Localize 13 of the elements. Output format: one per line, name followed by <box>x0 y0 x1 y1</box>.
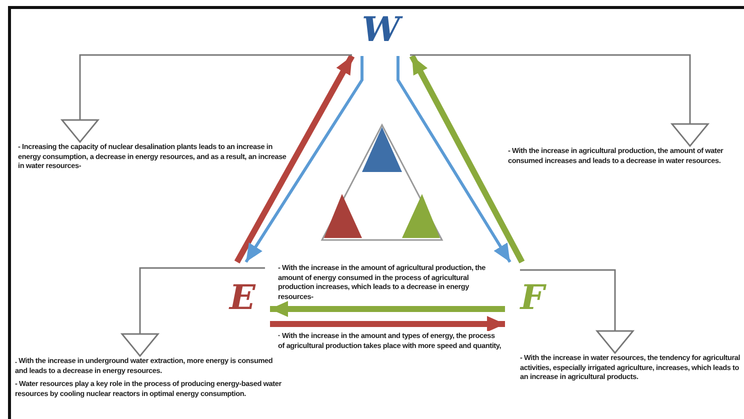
letter-label: E <box>215 262 270 334</box>
arrow <box>396 56 512 263</box>
arrow <box>244 56 364 263</box>
arrow <box>234 54 355 264</box>
letter-label: F <box>505 262 560 334</box>
letter-label: W <box>346 10 416 56</box>
arrow <box>270 316 505 332</box>
arrow <box>520 269 634 354</box>
arrow <box>410 54 709 147</box>
arrow <box>270 301 505 317</box>
arrow <box>121 267 265 357</box>
arrow <box>61 54 352 143</box>
arrow <box>409 54 525 264</box>
